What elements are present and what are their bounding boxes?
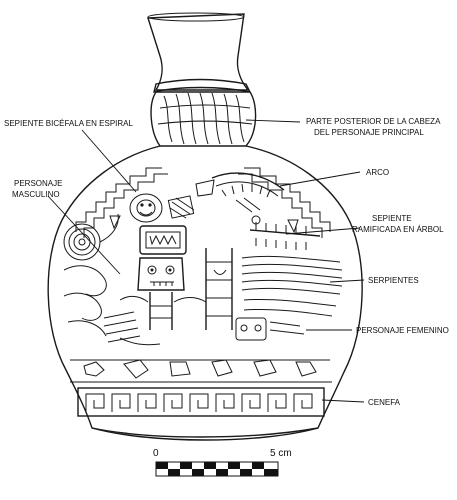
label-personaje-femenino: PERSONAJE FEMENINO [356,326,449,335]
label-cenefa: CENEFA [368,398,401,407]
scale-bar: 0 5 cm [153,448,292,477]
main-figure [119,225,233,330]
arch-motif [211,172,285,225]
label-serpiente-bicefala: SEPIENTE BICÉFALA EN ESPIRAL [4,119,133,128]
label-personaje-masculino-line1: PERSONAJE [14,179,62,188]
scale-end-label: 5 cm [270,448,292,459]
label-arco: ARCO [366,168,389,177]
label-serpiente-arbol-line2: RAMIFICADA EN ÁRBOL [352,225,444,234]
serpents-motif [241,255,343,317]
label-parte-posterior-line1: PARTE POSTERIOR DE LA CABEZA [306,117,441,126]
head-hatching [157,92,253,145]
shoulder-step-border [75,167,331,238]
labels: SEPIENTE BICÉFALA EN ESPIRAL PERSONAJE M… [4,117,449,407]
tree-serpent-motif [249,222,321,250]
label-serpientes: SERPIENTES [368,276,419,285]
lower-motif-band [70,359,332,383]
cenefa-fret-border [77,387,325,417]
upper-motifs [129,179,215,223]
vessel-outline [47,12,363,441]
spiral-serpent-motif [63,213,119,261]
label-parte-posterior-line2: DEL PERSONAJE PRINCIPAL [314,128,424,137]
leader-lines [47,119,365,403]
scale-start-label: 0 [153,448,159,459]
left-scrollwork [63,265,161,346]
label-personaje-masculino-line2: MASCULINO [12,190,60,199]
feminine-figure-motif [235,317,305,341]
label-serpiente-arbol-line1: SEPIENTE [372,214,412,223]
